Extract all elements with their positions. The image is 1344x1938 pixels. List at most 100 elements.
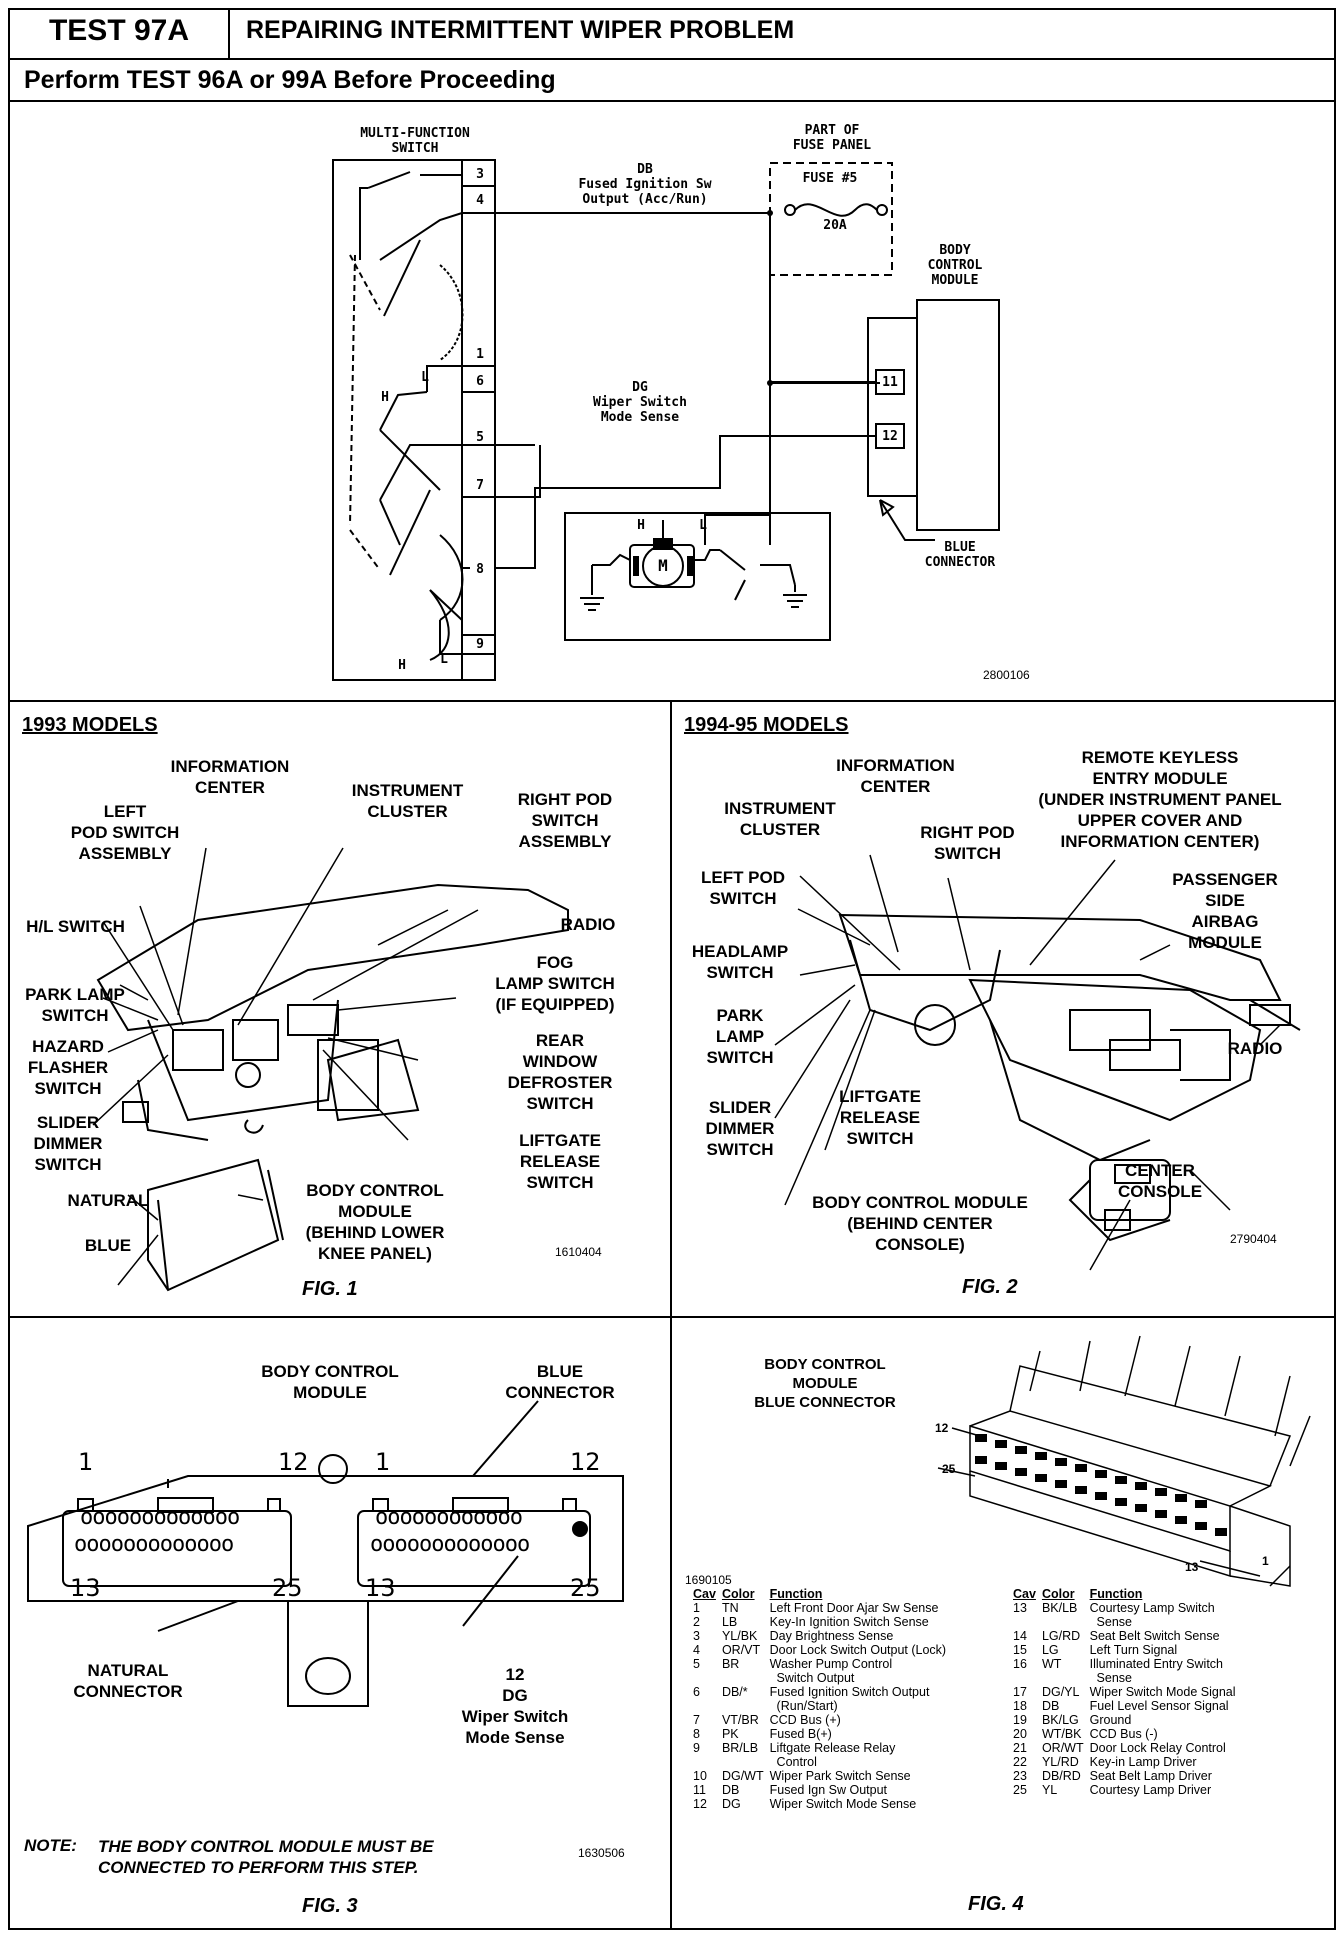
- fig3-left-25: 25: [272, 1574, 303, 1602]
- switch-h-label: H: [381, 390, 389, 405]
- cell-cav: 10: [693, 1769, 707, 1783]
- fig4-connector-drawing: [937, 1335, 1311, 1587]
- fig2-caption: FIG. 2: [962, 1276, 1018, 1298]
- fig3-pin-callout: 12 DG Wiper Switch Mode Sense: [461, 1665, 569, 1747]
- cell-color: OR/WT: [1041, 1741, 1084, 1755]
- cell-function: CCD Bus (-): [1089, 1727, 1158, 1741]
- fig3-left-row-bottom: ooooooooooooo: [74, 1532, 234, 1557]
- fig4-pin25: 25: [942, 1462, 956, 1476]
- fig3-right-12: 12: [570, 1448, 601, 1476]
- fig4-caption: FIG. 4: [968, 1893, 1024, 1915]
- cell-function: Fused B(+): [769, 1727, 832, 1741]
- fig3-note-prefix: NOTE:: [24, 1836, 77, 1855]
- fig1-slider: SLIDER DIMMER SWITCH: [33, 1113, 103, 1174]
- cell-function: Seat Belt Lamp Driver: [1089, 1769, 1212, 1783]
- fig1-left-pod: LEFT POD SWITCH ASSEMBLY: [70, 802, 180, 863]
- fig4-pin12: 12: [935, 1421, 949, 1435]
- cell-color: YL/BK: [721, 1629, 758, 1643]
- switch-pin-4: 4: [476, 193, 484, 208]
- fig1-fog-lamp: FOG LAMP SWITCH (IF EQUIPPED): [495, 953, 615, 1014]
- table-row: 6 DB/* Fused Ignition Switch Output (Run/S…: [690, 1685, 949, 1713]
- switch-bottom-l: L: [440, 652, 448, 667]
- cell-cav: 21: [1013, 1741, 1027, 1755]
- fig1-hazard: HAZARD FLASHER SWITCH: [27, 1037, 109, 1098]
- wiper-schematic: [332, 159, 1000, 681]
- table-row: 16 WT Illuminated Entry Switch Sense: [1010, 1657, 1239, 1685]
- cell-color: WT: [1041, 1657, 1062, 1671]
- switch-bottom-h: H: [398, 658, 406, 673]
- cell-cav: 14: [1013, 1629, 1027, 1643]
- fig2-right-pod: RIGHT POD SWITCH: [920, 823, 1015, 863]
- bcm-pin-12: 12: [882, 429, 898, 444]
- cell-color: WT/BK: [1041, 1727, 1082, 1741]
- cell-cav: 22: [1013, 1755, 1027, 1769]
- bcm-label: BODY CONTROL MODULE: [927, 243, 983, 288]
- cell-function: Fused Ignition Switch Output (Run/Start): [769, 1685, 930, 1713]
- fig3-right-25: 25: [570, 1574, 601, 1602]
- cell-color: BR: [721, 1657, 740, 1671]
- fig3-right-13: 13: [365, 1574, 396, 1602]
- col-color: Color: [721, 1587, 755, 1601]
- bcm-box: [916, 299, 1000, 531]
- cell-color: DB/*: [721, 1685, 748, 1699]
- fig3-right-row-bottom: ooooooooooooo: [370, 1532, 530, 1557]
- fig1-title: 1993 MODELS: [22, 714, 158, 736]
- fig2-instrument-cluster: INSTRUMENT CLUSTER: [724, 799, 836, 839]
- cell-function: Washer Pump Control Switch Output: [769, 1657, 893, 1685]
- cell-cav: 8: [693, 1727, 700, 1741]
- fig1-liftgate: LIFTGATE RELEASE SWITCH: [519, 1131, 601, 1192]
- fig4-title: BODY CONTROL MODULE BLUE CONNECTOR: [754, 1356, 896, 1411]
- cell-function: Wiper Switch Mode Sense: [769, 1797, 917, 1811]
- fig2-liftgate: LIFTGATE RELEASE SWITCH: [839, 1087, 921, 1148]
- cell-cav: 23: [1013, 1769, 1027, 1783]
- cell-function: Courtesy Lamp Switch Sense: [1089, 1601, 1215, 1629]
- col-function: Function: [1089, 1587, 1143, 1601]
- cell-cav: 25: [1013, 1783, 1027, 1797]
- cell-function: Left Turn Signal: [1089, 1643, 1178, 1657]
- fig3-caption: FIG. 3: [302, 1895, 358, 1917]
- fig1-right-pod: RIGHT POD SWITCH ASSEMBLY: [517, 790, 613, 851]
- cell-color: BK/LB: [1041, 1601, 1078, 1615]
- cell-function: Liftgate Release Relay Control: [769, 1741, 896, 1769]
- fig1-bcm: BODY CONTROL MODULE (BEHIND LOWER KNEE P…: [305, 1181, 445, 1263]
- schematic-ref: 2800106: [983, 668, 1030, 682]
- cell-function: Wiper Switch Mode Signal: [1089, 1685, 1236, 1699]
- cell-cav: 15: [1013, 1643, 1027, 1657]
- fig2-park-lamp: PARK LAMP SWITCH: [706, 1006, 774, 1067]
- fig2-info-center: INFORMATION CENTER: [836, 756, 955, 796]
- fig3-right-row-top: oooooooooooo: [375, 1505, 523, 1530]
- cell-cav: 16: [1013, 1657, 1027, 1671]
- col-cav: Cav: [693, 1587, 716, 1601]
- cell-function: Door Lock Switch Output (Lock): [769, 1643, 947, 1657]
- fig2-headlamp: HEADLAMP SWITCH: [691, 942, 789, 982]
- cell-color: BK/LG: [1041, 1713, 1079, 1727]
- motor-symbol: M: [658, 556, 668, 575]
- switch-pin-7: 7: [476, 478, 484, 493]
- cell-color: YL: [1041, 1783, 1058, 1797]
- cell-cav: 6: [693, 1685, 700, 1699]
- cell-function: Illuminated Entry Switch Sense: [1089, 1657, 1223, 1685]
- cell-function: CCD Bus (+): [769, 1713, 841, 1727]
- cell-cav: 19: [1013, 1713, 1027, 1727]
- fuse-name: FUSE #5: [802, 171, 858, 186]
- col-cav: Cav: [1013, 1587, 1036, 1601]
- fig1-dashboard-illustration: [92, 847, 569, 1292]
- fig2-ref: 2790404: [1230, 1232, 1277, 1246]
- fig3-note: THE BODY CONTROL MODULE MUST BE CONNECTE…: [98, 1837, 434, 1877]
- switch-pin-9: 9: [476, 637, 484, 652]
- cell-cav: 2: [693, 1615, 700, 1629]
